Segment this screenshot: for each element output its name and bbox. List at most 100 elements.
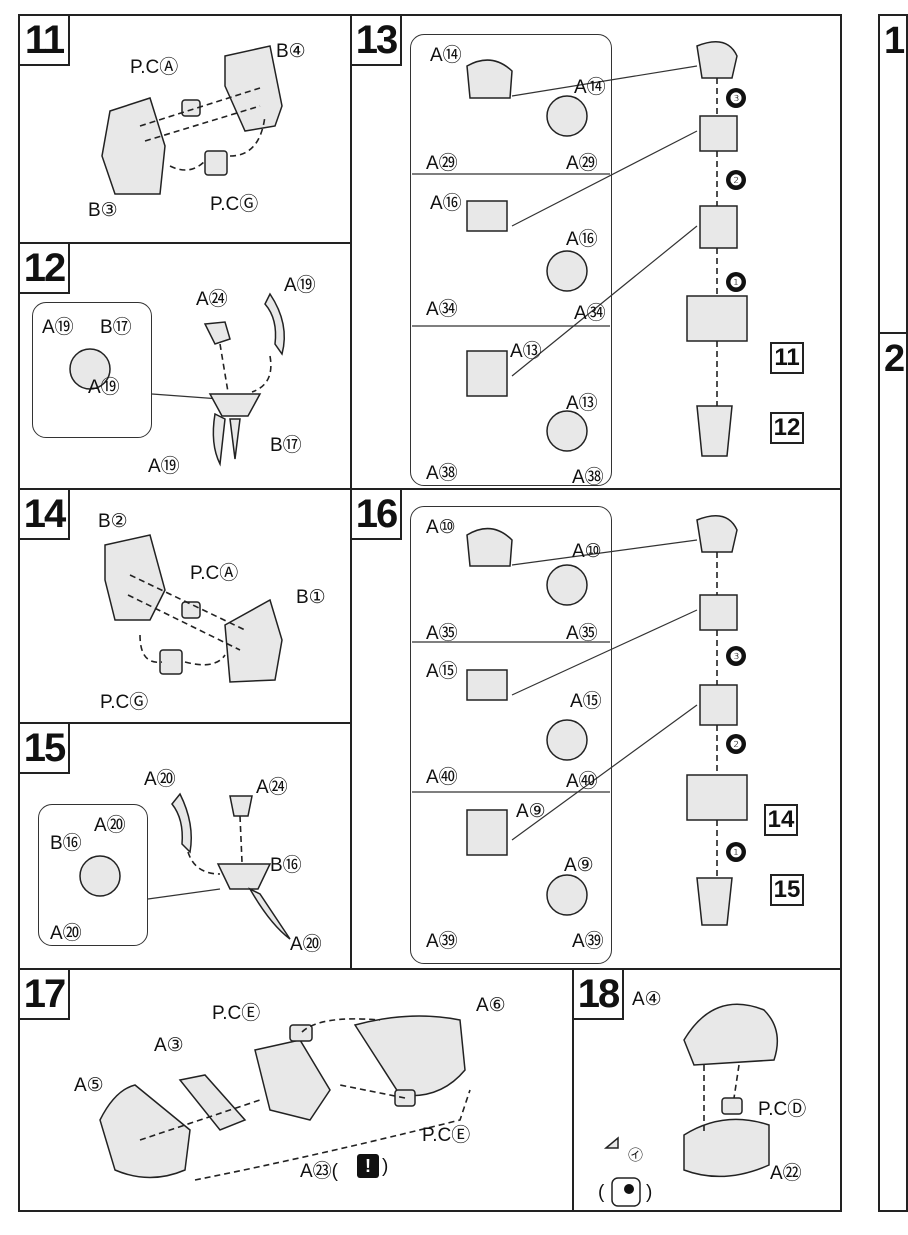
- pc-e-top: [289, 1024, 313, 1042]
- label-a13: A⑬: [510, 341, 542, 362]
- label-a35-inset: A㉟: [566, 623, 598, 644]
- step-number: 18: [574, 970, 624, 1020]
- label-a39: A㊴: [426, 931, 458, 952]
- pc-a: [181, 601, 201, 619]
- step-17-panel: 17 P.CⒺ A⑥ A③ A⑤ P.CⒺ A㉓( ! ): [18, 968, 574, 1212]
- inset-claw-base: [79, 855, 121, 897]
- step-number: 17: [20, 970, 70, 1020]
- label-a24: A㉔: [196, 289, 228, 310]
- part-a24: [203, 321, 231, 345]
- label-a20-bottom: A⑳: [290, 934, 322, 955]
- step-14-illustration: [104, 534, 283, 683]
- label-pc-e-bottom: P.CⒺ: [422, 1125, 471, 1146]
- label-a9-inset: A⑨: [564, 855, 594, 876]
- label-a16-inset: A⑯: [566, 229, 598, 250]
- pc-d: [721, 1097, 743, 1115]
- part-b17: [208, 393, 262, 417]
- order-3: ❸: [726, 88, 746, 108]
- step-13-illustration: [412, 41, 748, 457]
- part-a15: [466, 669, 508, 701]
- part-a5: [99, 1084, 191, 1179]
- label-pc-g: P.CⒼ: [210, 194, 259, 215]
- right-cap: [696, 515, 738, 553]
- paren-open: (: [598, 1182, 605, 1203]
- label-a14: A⑭: [430, 45, 462, 66]
- part-a19-claw: [264, 292, 285, 356]
- part-a3: [178, 1074, 247, 1131]
- step-number: 1: [884, 20, 906, 62]
- step-number: 16: [352, 490, 402, 540]
- label-a39-inset: A㊴: [572, 931, 604, 952]
- label-b4: B④: [276, 41, 306, 62]
- step-12-illustration: [69, 292, 285, 467]
- label-a16: A⑯: [430, 193, 462, 214]
- label-inset-a20-b: A⑳: [50, 923, 82, 944]
- label-pc-e-top: P.CⒺ: [212, 1003, 261, 1024]
- step-number: 2: [884, 338, 906, 380]
- label-b3: B③: [88, 200, 118, 221]
- step-20-panel-partial: 2: [878, 332, 908, 1212]
- step-number: 14: [20, 490, 70, 540]
- step-18-panel: 18 A④ P.CⒹ A㉒ ㋑ ( ): [572, 968, 842, 1212]
- part-b16: [216, 863, 272, 890]
- label-pc-d: P.CⒹ: [758, 1099, 807, 1120]
- pc-g: [159, 649, 183, 675]
- right-mid2: [699, 205, 738, 249]
- ref-step-11: 11: [770, 342, 804, 374]
- label-a10-inset: A⑩: [572, 541, 602, 562]
- label-a3: A③: [154, 1035, 184, 1056]
- step-18-illustration: [603, 1003, 779, 1207]
- label-a14-inset: A⑭: [574, 77, 606, 98]
- order-1: ❶: [726, 272, 746, 292]
- part-a23: [254, 1039, 331, 1121]
- label-a29-inset: A㉙: [566, 153, 598, 174]
- paren-close: ): [646, 1182, 653, 1203]
- part-a13: [466, 350, 508, 397]
- label-pc-g: P.CⒼ: [100, 692, 149, 713]
- label-a29: A㉙: [426, 153, 458, 174]
- detail-inset: [32, 302, 152, 438]
- label-a24: A㉔: [256, 777, 288, 798]
- label-a15-inset: A⑮: [570, 691, 602, 712]
- label-a15: A⑮: [426, 661, 458, 682]
- step-17-illustration: [99, 1015, 471, 1181]
- part-a22: [683, 1118, 770, 1178]
- part-a6: [353, 1015, 466, 1097]
- right-claw: [696, 877, 733, 926]
- label-inset-a19-a: A⑲: [42, 317, 74, 338]
- order-2: ❷: [726, 734, 746, 754]
- step-15-illustration: [79, 792, 291, 940]
- step-19-panel-partial: 1: [878, 14, 908, 334]
- label-inset-a19-b: A⑲: [88, 377, 120, 398]
- part-a14: [466, 59, 513, 99]
- label-inset-b16: B⑯: [50, 833, 82, 854]
- label-a34: A㉞: [426, 299, 458, 320]
- label-a9: A⑨: [516, 801, 546, 822]
- warning-icon: !: [357, 1154, 379, 1178]
- label-pc-a: P.CⒶ: [130, 57, 179, 78]
- ref-step-14: 14: [764, 804, 798, 836]
- label-a5: A⑤: [74, 1075, 104, 1096]
- label-a34-inset: A㉞: [574, 303, 606, 324]
- label-a23: A㉓(: [300, 1161, 339, 1182]
- part-a20-claw: [171, 792, 192, 854]
- ref-step-15: 15: [770, 874, 804, 906]
- step-number: 11: [20, 16, 70, 66]
- part-b4: [224, 45, 283, 132]
- right-mid1: [699, 115, 738, 152]
- label-inset-b17: B⑰: [100, 317, 132, 338]
- sub-assembly-box: [410, 506, 612, 964]
- label-pc-a: P.CⒶ: [190, 563, 239, 584]
- label-a40-inset: A㊵: [566, 771, 598, 792]
- label-a19-top: A⑲: [284, 275, 316, 296]
- label-a35: A㉟: [426, 623, 458, 644]
- right-mid1: [699, 594, 738, 631]
- label-a38-inset: A㊳: [572, 467, 604, 488]
- label-b2: B②: [98, 511, 128, 532]
- step-number: 13: [352, 16, 402, 66]
- part-a24: [229, 795, 253, 817]
- label-a20-top: A⑳: [144, 769, 176, 790]
- ref-step-12: 12: [770, 412, 804, 444]
- right-claw: [696, 405, 733, 457]
- inset-claw-base: [69, 348, 111, 390]
